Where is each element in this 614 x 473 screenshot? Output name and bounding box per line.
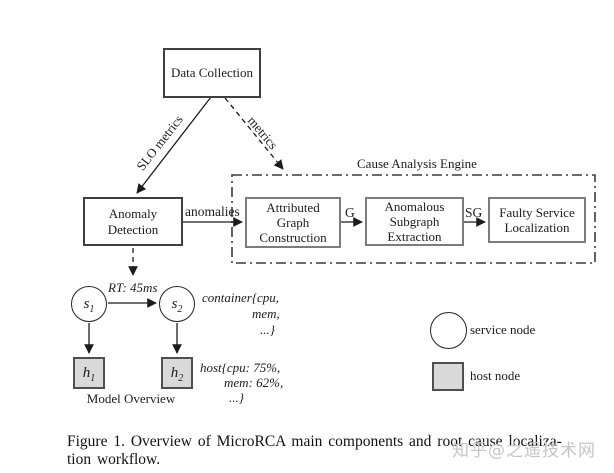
h2-label: h2 — [170, 364, 184, 384]
cause-analysis-engine-title: Cause Analysis Engine — [357, 156, 477, 171]
attributed-graph-construction-box: Attributed Graph Construction — [245, 197, 341, 248]
sg-label: SG — [465, 205, 483, 220]
host-annotation-line-3: ...} — [229, 390, 244, 405]
figure-caption-line-1: Figure 1. Overview of MicroRCA main comp… — [67, 433, 562, 450]
container-annotation-line-3: ...} — [260, 322, 275, 337]
model-overview-label: Model Overview — [86, 391, 176, 406]
anomalous-subgraph-extraction-box: Anomalous Subgraph Extraction — [365, 197, 464, 246]
host-annotation-line-2: mem: 62%, — [224, 375, 284, 390]
edge-slo-metrics-arrow — [136, 96, 212, 194]
legend-service-node-label: service node — [470, 322, 536, 337]
container-annotation-line-1: container{cpu, — [202, 290, 280, 305]
host-node-h2: h2 — [161, 357, 193, 389]
zhihu-watermark: 知乎@之遥技术网 — [452, 441, 596, 461]
h1-label: h1 — [82, 364, 96, 384]
host-node-h1: h1 — [73, 357, 105, 389]
legend-host-node-label: host node — [470, 368, 521, 383]
g-label: G — [345, 205, 355, 220]
edge-metrics-arrow — [224, 97, 284, 170]
anomalies-label: anomalies — [185, 204, 240, 219]
faulty-service-localization-box: Faulty Service Localization — [488, 197, 586, 243]
anomaly-detection-box: Anomaly Detection — [83, 197, 183, 246]
service-node-s1: s1 — [71, 286, 107, 322]
data-collection-box: Data Collection — [163, 48, 261, 98]
host-annotation-line-1: host{cpu: 75%, — [200, 360, 281, 375]
service-node-s2: s2 — [159, 286, 195, 322]
figure-caption-line-2: tion workflow. — [67, 451, 161, 468]
s2-label: s2 — [171, 295, 183, 315]
container-annotation-line-2: mem, — [252, 306, 280, 321]
rt-45ms-label: RT: 45ms — [108, 280, 158, 295]
legend-service-node-icon — [430, 312, 467, 349]
s1-label: s1 — [83, 295, 95, 315]
legend-host-node-icon — [432, 362, 464, 391]
cause-analysis-engine-boundary — [231, 174, 596, 264]
